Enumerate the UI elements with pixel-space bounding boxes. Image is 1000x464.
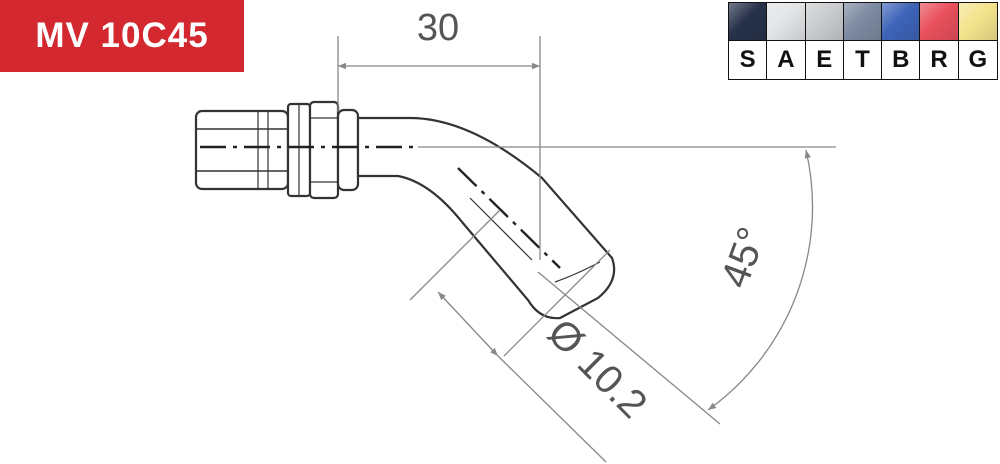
finish-swatch-a [767,3,806,41]
finish-swatch-s [729,3,768,41]
part-code-badge: MV 10C45 [0,0,244,72]
dimension-lines [337,36,836,463]
banjo-fitting-body [194,100,360,200]
finish-swatch-b [882,3,921,41]
length-dimension-label: 30 [417,7,459,49]
finish-swatch-g [958,3,997,41]
finish-code-s: S [729,41,768,79]
finish-swatch-e [805,3,844,41]
diameter-dimension-label: Ø 10.2 [539,311,655,427]
finish-code-e: E [806,41,844,79]
finish-swatch-t [843,3,883,41]
finish-code-r: R [920,41,959,79]
finish-code-g: G [968,46,988,73]
finish-code-a: A [767,41,806,79]
centerlines [200,145,561,269]
angle-dimension-label: 45° [713,222,775,294]
finish-color-table: S A E T B R G [728,2,998,80]
finish-code-b: B [882,41,921,79]
finish-code-t: T [844,41,883,79]
finish-swatch-r [920,3,959,41]
